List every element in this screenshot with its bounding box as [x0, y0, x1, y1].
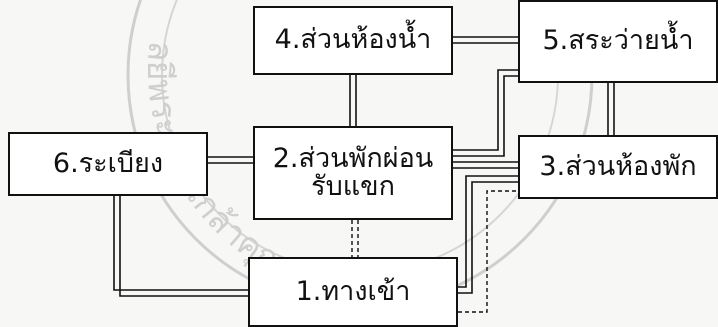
- node-bathroom: 4.ส่วนห้องน้ำ: [253, 6, 453, 75]
- connector-1-3: [458, 175, 518, 288]
- node-living-room-label-line2: รับแขก: [311, 171, 395, 202]
- connector-6-1: [113, 196, 248, 291]
- connector-1-3-service: [458, 190, 518, 313]
- node-bedroom: 3.ส่วนห้องพัก: [518, 135, 718, 199]
- connector-2-5: [453, 69, 518, 151]
- node-bathroom-label: 4.ส่วนห้องน้ำ: [274, 24, 432, 56]
- node-bedroom-label: 3.ส่วนห้องพัก: [539, 150, 697, 182]
- node-terrace: 6.ระเบียง: [8, 132, 208, 196]
- node-entrance-label: 1.ทางเข้า: [295, 275, 411, 307]
- node-living-room-label-line1: 2.ส่วนพักผ่อน: [272, 142, 434, 174]
- node-entrance: 1.ทางเข้า: [248, 257, 458, 327]
- node-pool-label: 5.สระว่ายน้ำ: [542, 25, 694, 57]
- node-pool: 5.สระว่ายน้ำ: [518, 0, 718, 83]
- node-living-room: 2.ส่วนพักผ่อน รับแขก: [253, 126, 453, 220]
- node-terrace-label: 6.ระเบียง: [52, 147, 164, 179]
